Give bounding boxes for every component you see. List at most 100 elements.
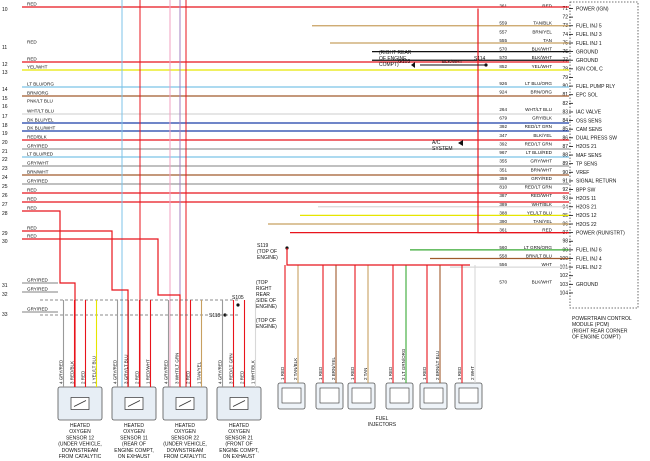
pcm-circuit-number: 810 <box>499 185 507 190</box>
left-wire-label: DK BLU/YEL <box>27 118 54 123</box>
injector-coil-icon <box>458 387 479 404</box>
sensor-pin-label: 3 GRY/LT BLU <box>124 354 129 384</box>
left-wire-label: RED/BLK <box>27 135 48 140</box>
pcm-caption: MODULE (PCM) <box>572 322 610 328</box>
pcm-pin-number: 87 <box>562 144 568 150</box>
oxygen-sensor-caption: (UNDER VEHICLE, <box>58 442 102 448</box>
pcm-pin-number: 84 <box>562 118 568 124</box>
heater-slash-icon <box>178 400 192 407</box>
pcm-pin-function: FUEL INJ 1 <box>576 41 602 47</box>
left-wire-label: DK BLU/WHT <box>27 126 56 131</box>
left-wire-label: LT BLU/RED <box>27 152 54 157</box>
pcm-wire-color: WHT/LT BLU <box>525 107 552 112</box>
left-pin-number: 13 <box>2 70 8 76</box>
left-pin-number: 32 <box>2 292 8 298</box>
left-pin-number: 33 <box>2 312 8 318</box>
oxygen-sensor-caption: (UNDER VEHICLE, <box>163 442 207 448</box>
left-wire-label: RED <box>27 188 37 193</box>
pcm-caption: (RIGHT REAR CORNER <box>572 328 628 334</box>
left-wire-label: BRN/WHT <box>27 170 49 175</box>
pcm-pin-number: 92 <box>562 187 568 193</box>
pcm-circuit-number: 347 <box>499 133 507 138</box>
splice-s105-location: REAR <box>256 292 270 298</box>
left-wire-label: RED <box>27 234 37 239</box>
pcm-circuit-number: 557 <box>499 29 507 34</box>
pcm-pin-function: IAC VALVE <box>576 110 602 116</box>
left-wire-label: WHT/LT BLU <box>27 109 54 114</box>
ground-arrow-icon <box>411 62 415 68</box>
injector-pin-label: 1 RED <box>388 366 393 380</box>
left-pin-number: 20 <box>2 140 8 146</box>
fuel-injectors-caption: FUEL <box>376 416 389 422</box>
sensor-pin-label: 1 YEL/LT BLU <box>92 356 97 384</box>
pcm-pin-function: FUEL INJ 5 <box>576 24 602 30</box>
pcm-circuit-number: 570 <box>499 55 507 60</box>
sensor-pin-label: 4 GRY/RED <box>218 359 223 384</box>
left-pin-number: 19 <box>2 131 8 137</box>
pcm-pin-number: 86 <box>562 135 568 141</box>
pcm-pin-function: TP SENS <box>576 161 598 167</box>
left-pin-number: 25 <box>2 184 8 190</box>
injector-pin-label: 1 RED <box>280 366 285 380</box>
left-pin-number: 22 <box>2 157 8 163</box>
pcm-wire-color: GRY/WHT <box>530 159 552 164</box>
left-wire-label: RED <box>27 206 37 211</box>
splice-s105-location: ENGINE) <box>256 304 277 310</box>
pcm-pin-number: 103 <box>560 282 569 288</box>
injector-coil-icon <box>389 387 410 404</box>
oxygen-sensor-caption: FROM CATALYTIC <box>164 454 207 460</box>
splice-s118-location: (TOP OF <box>256 318 276 324</box>
pcm-pin-number: 89 <box>562 161 568 167</box>
left-wire-label: BRN/ORG <box>27 91 49 96</box>
injector-pin-label: 2 TAN/BLK <box>293 358 298 380</box>
pcm-pin-number: 79 <box>562 75 568 81</box>
pcm-pin-number: 72 <box>562 15 568 21</box>
sensor-pin-label: 1 TAN/YEL <box>197 361 202 384</box>
pcm-pin-number: 74 <box>562 32 568 38</box>
pcm-pin-number: 78 <box>562 66 568 72</box>
pcm-pin-number: 102 <box>560 273 569 279</box>
pcm-circuit-number: 679 <box>499 116 507 121</box>
injector-pin-label: 1 RED <box>318 366 323 380</box>
pcm-pin-number: 83 <box>562 109 568 115</box>
pcm-circuit-number: 355 <box>499 159 507 164</box>
splice-s114 <box>484 63 488 67</box>
left-pin-number: 10 <box>2 7 8 13</box>
left-pin-number: 21 <box>2 149 8 155</box>
sensor-pin-label: 1 WHT/BLK <box>251 360 256 384</box>
left-pin-number: 15 <box>2 96 8 102</box>
left-pin-number: 24 <box>2 175 8 181</box>
left-wire-label: RED <box>27 57 37 62</box>
left-wire-label: GRY/RED <box>27 307 49 312</box>
oxygen-sensor-caption: (FRONT OF <box>225 442 252 448</box>
left-wire-label: LT BLU/ORG <box>27 82 54 87</box>
pcm-wire-color: LT BLU/RED <box>526 150 553 155</box>
injector-pin-label: 1 RED <box>350 366 355 380</box>
pcm-circuit-number: 555 <box>499 38 507 43</box>
pcm-circuit-number: 559 <box>499 21 507 26</box>
splice-s105 <box>236 303 240 307</box>
wire-power-feed <box>477 8 569 234</box>
pcm-wire-color: BLK/WHT <box>532 55 553 60</box>
injector-pin-label: 2 LT GRN/ORG <box>401 348 406 380</box>
pcm-pin-function: FUEL INJ 3 <box>576 32 602 38</box>
pcm-pin-number: 93 <box>562 196 568 202</box>
pcm-pin-number: 90 <box>562 170 568 176</box>
pcm-pin-number: 88 <box>562 153 568 159</box>
pcm-wire-color: LT BLU/ORG <box>525 81 552 86</box>
sensor-pin-label: 3 RED/BLK <box>70 361 75 384</box>
left-wire-label: GRY/RED <box>27 144 49 149</box>
pcm-wire-color: GRY/BLK <box>532 116 553 121</box>
left-pin-number: 12 <box>2 62 8 68</box>
pcm-wire-color: RED/LT GRN <box>525 124 552 129</box>
pcm-circuit-number: 926 <box>499 81 507 86</box>
left-wire-label: GRY/WHT <box>27 161 49 166</box>
pcm-pin-function: H2OS 21 <box>576 144 597 150</box>
left-pin-number: 28 <box>2 211 8 217</box>
pcm-circuit-number: 361 <box>499 228 507 233</box>
oxygen-sensor-caption: HEATED <box>229 423 249 429</box>
injector-pin-label: 1 RED <box>457 366 462 380</box>
pcm-caption: OF ENGINE COMPT) <box>572 335 621 341</box>
injector-coil-icon <box>423 387 444 404</box>
pcm-pin-function: EPC SOL <box>576 93 598 99</box>
